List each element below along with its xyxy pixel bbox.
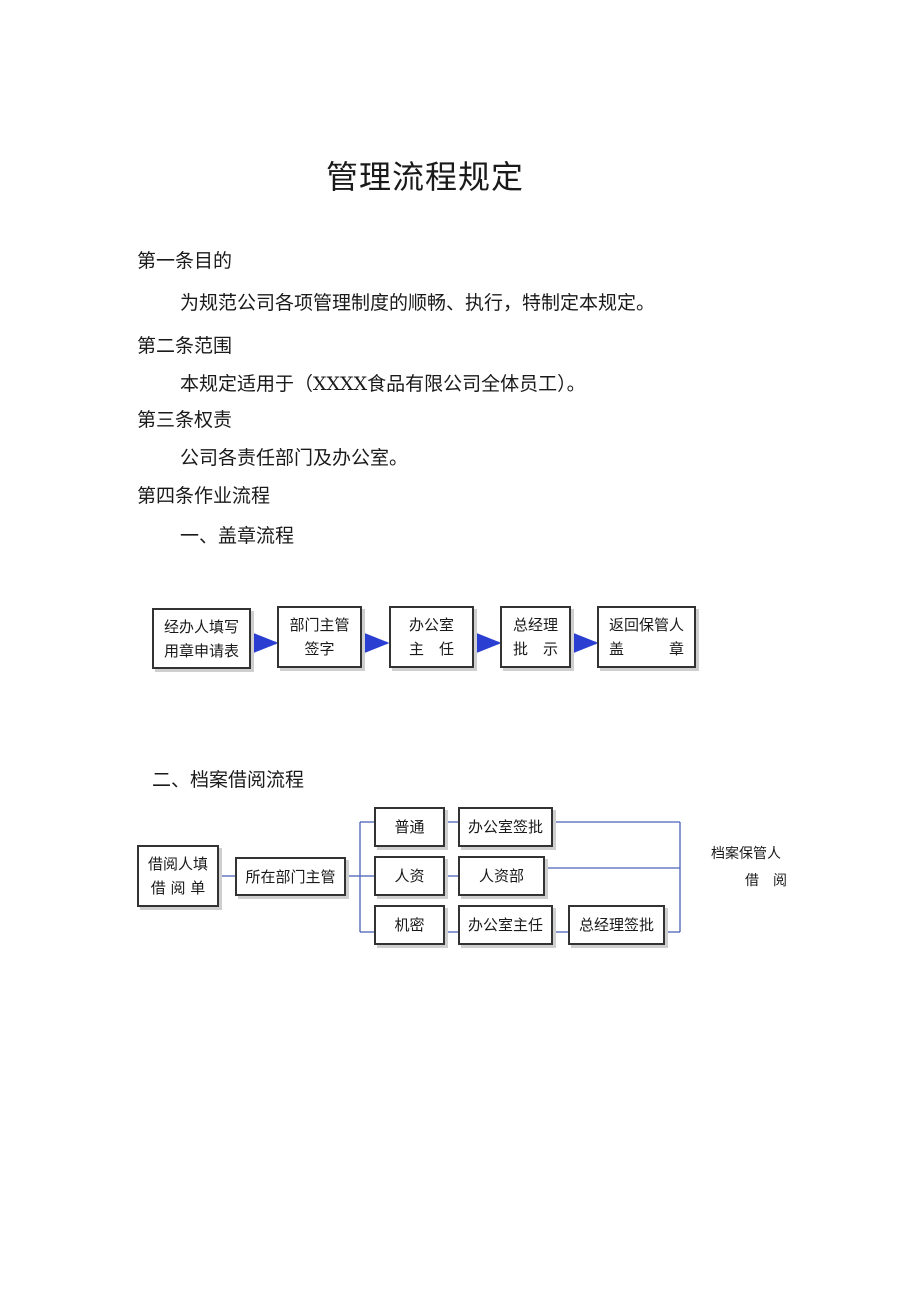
flow2-end-borrow: 借 阅 xyxy=(745,873,787,889)
flow2-heading: 二、档案借阅流程 xyxy=(152,769,305,791)
flow2-type-secret: 机密 xyxy=(374,905,445,945)
flow2-office-sign: 办公室签批 xyxy=(458,807,553,847)
section-2-heading: 第二条范围 xyxy=(137,335,233,357)
section-1-heading: 第一条目的 xyxy=(137,250,233,272)
page-title: 管理流程规定 xyxy=(325,158,524,196)
section-3-body: 公司各责任部门及办公室。 xyxy=(180,447,409,469)
flow2-hr-dept: 人资部 xyxy=(458,856,545,896)
flow2-type-hr: 人资 xyxy=(374,856,445,896)
section-2-body: 本规定适用于（XXXX食品有限公司全体员工）。 xyxy=(180,373,586,395)
section-4-heading: 第四条作业流程 xyxy=(137,485,271,507)
flow2-office-director: 办公室主任 xyxy=(458,905,553,945)
flow1-step-office-director: 办公室 主 任 xyxy=(389,606,474,668)
section-1-body: 为规范公司各项管理制度的顺畅、执行，特制定本规定。 xyxy=(180,292,656,314)
flow2-type-normal: 普通 xyxy=(374,807,445,847)
flow2-dept-supervisor: 所在部门主管 xyxy=(235,857,346,896)
flow1-step-dept-sign: 部门主管 签字 xyxy=(277,606,362,668)
flow2-end-keeper: 档案保管人 xyxy=(711,846,781,862)
flow1-step-return-stamp: 返回保管人 盖 章 xyxy=(597,606,696,668)
section-3-heading: 第三条权责 xyxy=(137,409,233,431)
flow1-step-gm-approve: 总经理 批 示 xyxy=(500,606,571,668)
flow1-heading: 一、盖章流程 xyxy=(180,525,295,547)
flow2-borrower-form: 借阅人填 借 阅 单 xyxy=(137,845,219,907)
flow2-gm-sign: 总经理签批 xyxy=(568,905,665,945)
flow1-step-fill-form: 经办人填写 用章申请表 xyxy=(152,608,251,669)
